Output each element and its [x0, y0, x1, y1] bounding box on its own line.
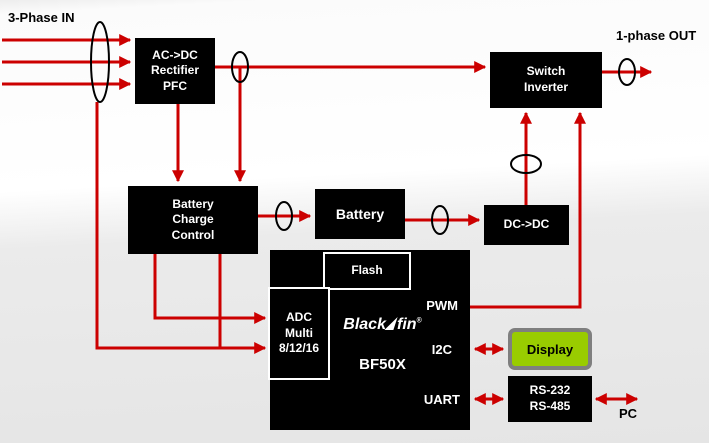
- power-arrows: [2, 34, 653, 354]
- block-switch-inverter-line1: Switch: [526, 64, 566, 79]
- block-battery-label: Battery: [335, 205, 385, 222]
- arrow-charger-sense-to-adc-1: [153, 254, 267, 324]
- blackfin-logo-fin: fin: [396, 316, 417, 333]
- cable-ellipse-input: [90, 21, 110, 103]
- label-one-phase-out: 1-phase OUT: [616, 28, 697, 43]
- block-flash-label: Flash: [351, 263, 383, 278]
- block-battery-charge-line3: Control: [171, 227, 215, 242]
- block-rectifier-line3: PFC: [163, 78, 187, 93]
- block-switch-inverter-line2: Inverter: [523, 80, 569, 94]
- block-display: Display: [508, 328, 592, 370]
- cable-ellipse-rectifier-out: [231, 51, 249, 83]
- block-switch-inverter: Switch Inverter: [490, 52, 602, 108]
- block-dcdc-label: DC->DC: [503, 217, 550, 232]
- port-i2c: I2C: [431, 342, 452, 357]
- block-dcdc: DC->DC: [484, 205, 569, 245]
- block-serial: RS-232 RS-485: [508, 376, 592, 422]
- cable-ellipse-battery-out: [431, 205, 449, 235]
- block-adc-line3: 8/12/16: [278, 341, 320, 356]
- block-rectifier: AC->DC Rectifier PFC: [135, 38, 215, 104]
- cable-ellipses: [90, 21, 636, 235]
- block-display-label: Display: [526, 341, 574, 357]
- blackfin-logo-reg: ®: [416, 317, 422, 325]
- block-rectifier-line1: AC->DC: [152, 47, 198, 62]
- cable-ellipse-output: [618, 58, 636, 86]
- block-battery-charge-control: Battery Charge Control: [128, 186, 258, 254]
- cable-ellipse-dcdc-up: [510, 154, 542, 174]
- port-uart: UART: [423, 392, 460, 407]
- processor-name: BF50X: [359, 356, 406, 373]
- block-battery-charge-line1: Battery: [172, 196, 214, 211]
- block-serial-line1: RS-232: [529, 383, 571, 398]
- port-pwm: PWM: [426, 298, 458, 313]
- arrow-pwm-to-inverter: [470, 111, 586, 309]
- block-flash: Flash: [323, 252, 411, 290]
- block-serial-line2: RS-485: [529, 399, 571, 413]
- block-battery-charge-line2: Charge: [172, 212, 214, 227]
- block-adc-line1: ADC: [286, 310, 312, 325]
- signal-arrows: [473, 343, 639, 405]
- label-three-phase-in: 3-Phase IN: [8, 10, 75, 25]
- blackfin-logo-black: Black: [343, 316, 386, 333]
- block-adc-line2: Multi: [285, 325, 313, 340]
- block-adc: ADC Multi 8/12/16: [268, 287, 330, 380]
- cable-ellipse-battery-in: [275, 201, 293, 231]
- block-rectifier-line2: Rectifier: [150, 63, 200, 78]
- blackfin-logo: Black fin®: [325, 316, 440, 334]
- arrow-input-sense-to-adc: [95, 102, 267, 354]
- label-pc: PC: [619, 406, 638, 421]
- block-battery: Battery: [315, 189, 405, 239]
